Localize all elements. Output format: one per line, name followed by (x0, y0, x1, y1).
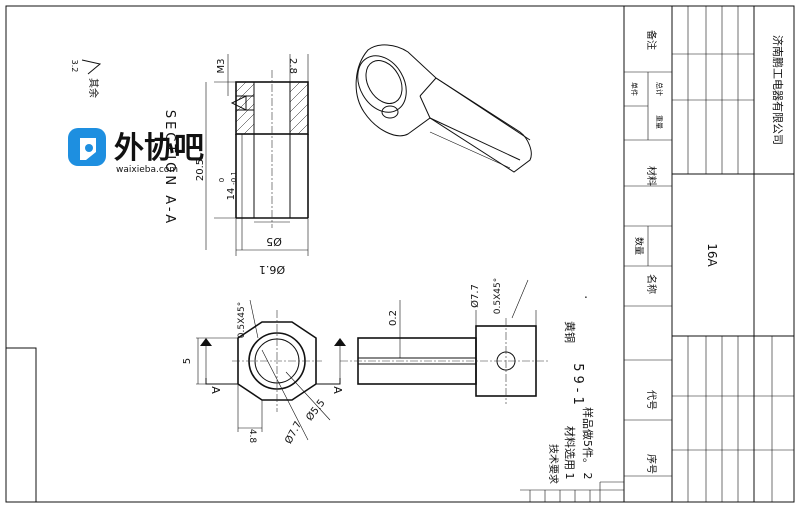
tech-requirements: 技术要求 1 材料选用 59-1 2 样品做5件。 (547, 363, 595, 484)
name-header: 名称 (645, 274, 658, 294)
notes-header: 备注 (645, 30, 658, 50)
dim-5: 5 (182, 358, 193, 364)
part-code: 16A (705, 243, 719, 267)
dim-14: 14 (226, 188, 237, 201)
single-header: 单件 (630, 82, 639, 96)
tech-req-item1-text: 材料选用 (563, 426, 577, 470)
sheet-border (5, 5, 795, 503)
tech-req-item1-value: 59-1 (570, 363, 585, 409)
dim-dia-7-7: Ø7.7 (282, 419, 304, 446)
dim-0-2: 0.2 (388, 310, 399, 326)
dim-m3: M3 (216, 59, 227, 74)
isometric-view (355, 44, 532, 173)
surface-roughness-note: 其余 3.2 (70, 59, 102, 98)
dim-14-tol-upper: 0 (218, 178, 226, 182)
title-block (520, 6, 794, 502)
material-note: 黄铜 (563, 321, 577, 343)
tech-req-title: 技术要求 (547, 444, 560, 484)
dim-20-5: 20.5 (195, 159, 206, 181)
dim-dia-5: Ø5 (266, 235, 282, 248)
binding-margin-box (6, 347, 37, 502)
dim-14-tol-lower: -0.1 (230, 171, 238, 185)
company-name: 济南鹏工电器有限公司 (771, 35, 785, 145)
total-header: 总计 (655, 82, 664, 96)
code-header: 代号 (645, 390, 657, 410)
weight-header: 重量 (655, 115, 663, 129)
section-marker-right: A (331, 386, 344, 394)
chamfer-note-top: 0.5X45° (237, 302, 247, 338)
top-view: A A 5 4.8 0.5X45° Ø7.7 Ø5.5 (182, 299, 346, 446)
seq-header: 序号 (645, 454, 658, 474)
dim-2-8: 2.8 (287, 58, 298, 74)
material-dot: . (584, 287, 588, 301)
dim-dia-7-7-side: Ø7.7 (469, 284, 481, 308)
section-marker-left: A (209, 386, 222, 394)
logo-text: 外协吧 (114, 131, 204, 166)
tech-req-item2-num: 2 (581, 473, 594, 480)
qty-header: 数量 (633, 237, 645, 255)
dim-dia-5-5: Ø5.5 (304, 397, 328, 423)
section-label: SECTION A-A (162, 110, 177, 226)
side-view: 0.2 Ø7.7 0.5X45° (340, 278, 548, 404)
section-view-a-a: SECTION A-A (162, 54, 309, 276)
logo-url: waixieba.com (116, 165, 178, 175)
tech-req-item2-text: 样品做5件。 (581, 407, 595, 469)
tech-req-item1-num: 1 (563, 473, 576, 480)
watermark-logo: 外协吧 waixieba.com (68, 128, 204, 175)
roughness-value: 3.2 (70, 60, 79, 73)
material-header: 材料 (645, 166, 658, 186)
roughness-prefix: 其余 (87, 78, 100, 98)
dim-4-8: 4.8 (247, 429, 257, 444)
chamfer-note-side: 0.5X45° (493, 278, 503, 314)
dim-dia-6-1: Ø6.1 (259, 263, 285, 276)
